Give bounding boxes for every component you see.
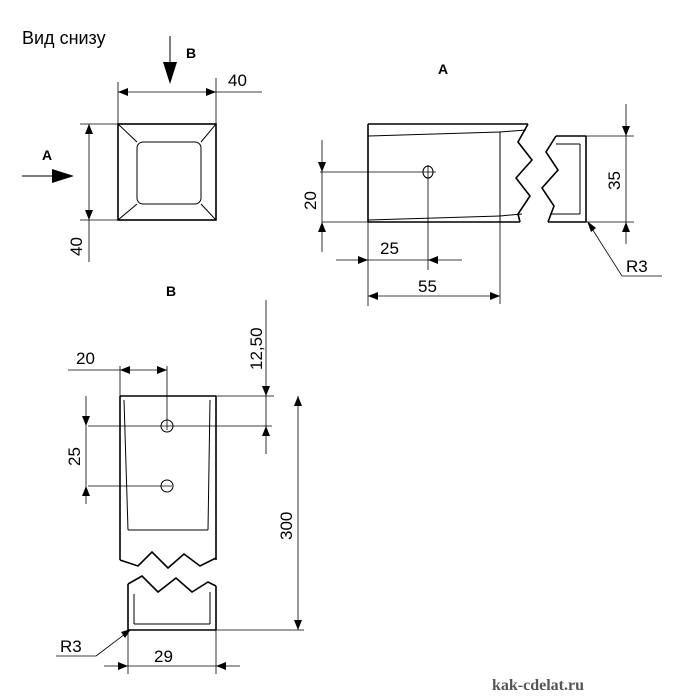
dim-top-height-text: 40: [67, 237, 86, 256]
leader-b-radius: [56, 629, 131, 657]
dim-a-radius-text: R3: [626, 257, 648, 276]
dim-b-hole-x: [68, 366, 167, 396]
dim-b-hole-x-text: 20: [76, 349, 95, 368]
arrow-b: [163, 36, 177, 84]
dim-a-hole-offset-text: 25: [380, 239, 399, 258]
dim-top-width-text: 40: [228, 71, 247, 90]
dim-b-width-text: 29: [154, 647, 173, 666]
watermark: kak-cdelat.ru: [492, 677, 584, 694]
square-view: [117, 123, 217, 221]
view-b-part: [119, 395, 217, 631]
arrow-a-label: A: [42, 147, 52, 163]
dim-b-radius-text: R3: [60, 637, 82, 656]
view-b-label: B: [166, 283, 176, 299]
dim-a-length-text: 55: [418, 277, 437, 296]
dim-b-hole-spacing: [82, 396, 90, 504]
leader-a-radius: [587, 221, 662, 277]
dim-b-hole-offset-text: 12,50: [247, 327, 266, 370]
dim-b-hole-spacing-text: 25: [65, 447, 84, 466]
dim-b-hole-offset: [216, 300, 274, 454]
dim-a-length: [368, 222, 501, 304]
dim-a-height-text: 35: [605, 171, 624, 190]
view-a-part: [367, 123, 587, 223]
dim-a-hole-height-text: 20: [301, 191, 320, 210]
view-a-label: A: [438, 61, 448, 77]
dim-top-height: [80, 123, 118, 262]
dim-a-hole-height: [318, 140, 368, 252]
dim-top-width: [117, 78, 262, 124]
bottom-view-caption: Вид снизу: [22, 28, 106, 48]
arrow-a: [22, 169, 74, 183]
dim-b-length: [216, 396, 304, 631]
dim-b-width: [104, 630, 240, 674]
arrow-b-label: B: [186, 45, 196, 61]
dim-a-hole-offset: [336, 222, 462, 306]
dim-b-length-text: 300: [277, 512, 296, 540]
dim-a-height: [586, 104, 634, 244]
